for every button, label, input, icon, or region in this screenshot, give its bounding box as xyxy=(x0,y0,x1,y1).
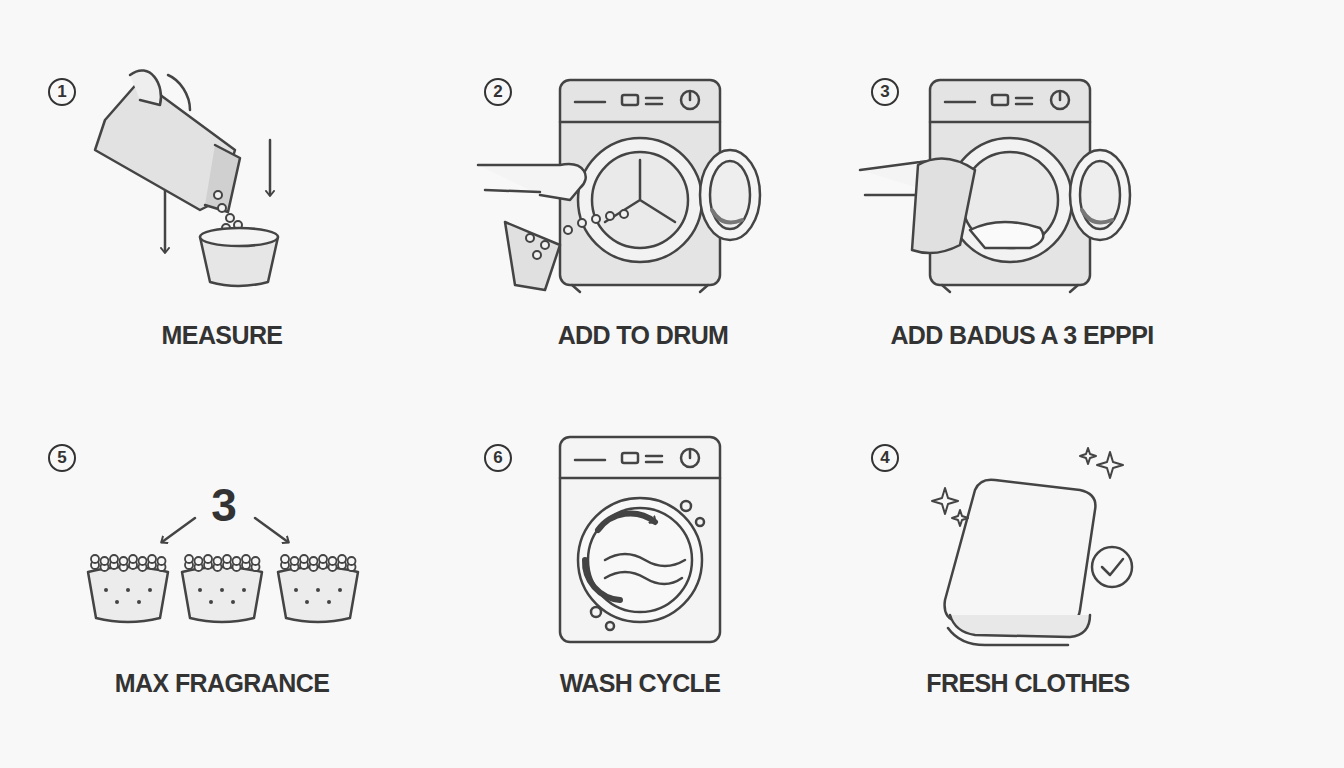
step-caption: FRESH CLOTHES xyxy=(926,669,1129,698)
washing-machine xyxy=(478,80,760,292)
callout-number: 3 xyxy=(871,78,899,106)
quantity-number: 3 xyxy=(211,478,237,532)
step-caption: MAX FRAGRANCE xyxy=(115,669,329,698)
step-caption: ADD BADUS A 3 EPPPI xyxy=(890,321,1153,350)
step-caption: WASH CYCLE xyxy=(560,669,721,698)
washing-machine xyxy=(560,437,720,642)
callout-number: 2 xyxy=(484,78,512,106)
callout-number: 6 xyxy=(484,444,512,472)
step-caption: ADD TO DRUM xyxy=(558,321,729,350)
folded-towel xyxy=(932,448,1132,645)
measure-illustration xyxy=(95,70,278,286)
washing-machine xyxy=(860,80,1130,292)
callout-number: 1 xyxy=(48,78,76,106)
max-fragrance-illustration xyxy=(88,518,358,622)
callout-number: 4 xyxy=(871,444,899,472)
callout-number: 5 xyxy=(48,444,76,472)
step-caption: MEASURE xyxy=(162,321,283,350)
